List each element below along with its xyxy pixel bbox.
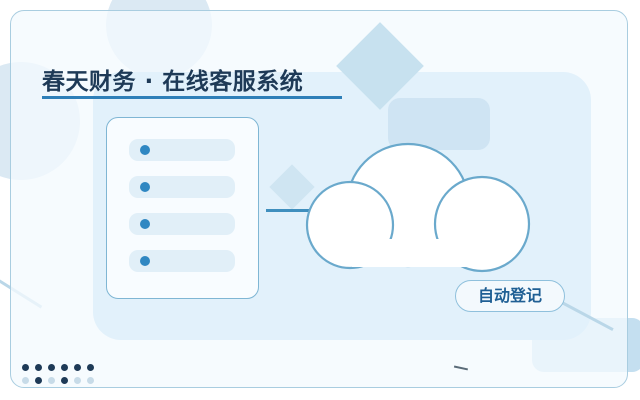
- decor-dot: [35, 377, 42, 384]
- auto-login-button[interactable]: 自动登记: [455, 280, 565, 312]
- dot-bullet-icon: [140, 145, 150, 155]
- title-underline: [42, 96, 342, 99]
- cloud-icon: [305, 142, 531, 273]
- list-item: [129, 139, 235, 161]
- decor-dot: [48, 364, 55, 371]
- decor-chip-shape: [388, 98, 490, 150]
- decor-dot: [35, 364, 42, 371]
- decor-dot: [22, 364, 29, 371]
- decor-dot-grid: [20, 362, 100, 388]
- service-menu-panel: [106, 117, 259, 299]
- decor-dot: [22, 377, 29, 384]
- decor-dot: [74, 377, 81, 384]
- dot-bullet-icon: [140, 182, 150, 192]
- decor-dot: [74, 364, 81, 371]
- decor-dot: [61, 377, 68, 384]
- decor-dot: [48, 377, 55, 384]
- list-item: [129, 250, 235, 272]
- connector-line: [266, 209, 331, 212]
- dot-bullet-icon: [140, 219, 150, 229]
- dot-bullet-icon: [140, 256, 150, 266]
- decor-dot: [87, 377, 94, 384]
- page-title: 春天财务 · 在线客服系统: [42, 69, 304, 95]
- list-item: [129, 213, 235, 235]
- list-item: [129, 176, 235, 198]
- decor-dot: [87, 364, 94, 371]
- decor-dot: [61, 364, 68, 371]
